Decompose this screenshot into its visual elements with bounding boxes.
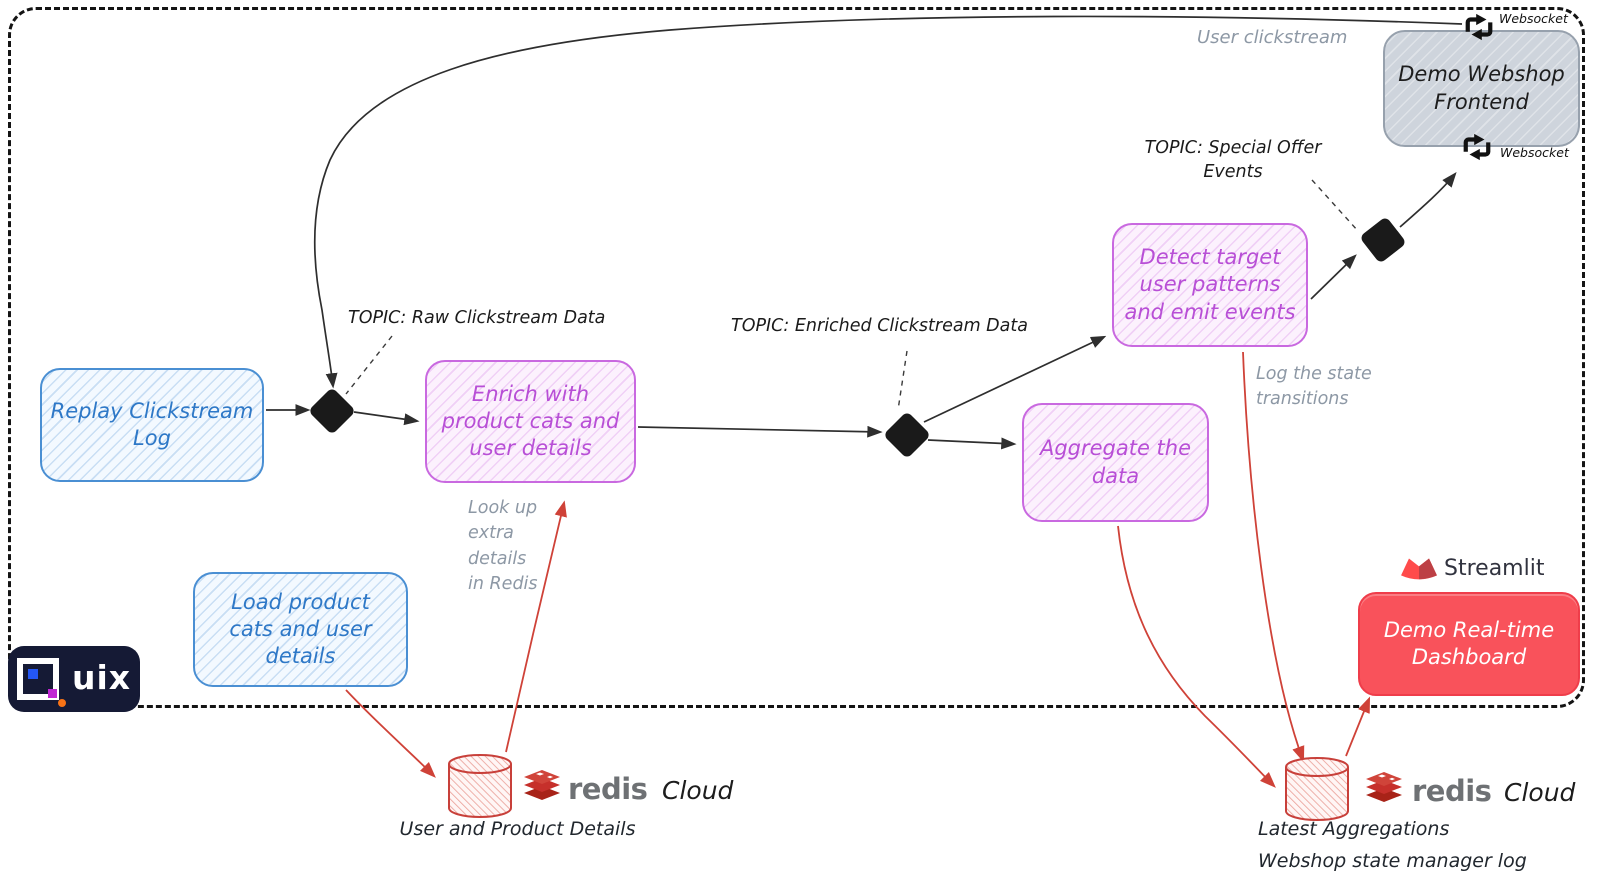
redis-wordmark: redis bbox=[568, 772, 648, 806]
annotation-user-clickstream: User clickstream bbox=[1197, 27, 1348, 48]
node-load-product-cats: Load product cats and user details bbox=[193, 572, 408, 687]
diagram-dashed-boundary bbox=[8, 7, 1585, 708]
topic-label-special: TOPIC: Special Offer Events bbox=[1144, 138, 1322, 182]
redis-stack-icon bbox=[524, 770, 560, 800]
node-demo-realtime-dashboard: Demo Real-time Dashboard bbox=[1358, 592, 1580, 696]
redis-database-cylinder bbox=[448, 754, 512, 818]
redis-wordmark: redis bbox=[1412, 774, 1492, 808]
quix-q-icon bbox=[16, 658, 66, 707]
quix-letters: uix bbox=[71, 657, 132, 697]
quix-logo: uix bbox=[8, 646, 140, 712]
streamlit-crown-icon bbox=[1401, 558, 1437, 580]
websocket-icon bbox=[1463, 133, 1491, 161]
redis-stack-icon bbox=[1366, 772, 1402, 802]
node-replay-clickstream-log: Replay Clickstream Log bbox=[40, 368, 264, 482]
websocket-label-bottom: Websocket bbox=[1500, 145, 1569, 160]
caption-user-product-details: User and Product Details bbox=[399, 818, 636, 840]
node-detect-patterns: Detect target user patterns and emit eve… bbox=[1112, 223, 1308, 347]
node-enrich: Enrich with product cats and user detail… bbox=[425, 360, 636, 483]
annotation-log-state: Log the state transitions bbox=[1256, 364, 1372, 410]
topic-label-enriched: TOPIC: Enriched Clickstream Data bbox=[731, 316, 1028, 336]
node-aggregate: Aggregate the data bbox=[1022, 403, 1209, 522]
websocket-icon bbox=[1465, 13, 1493, 41]
annotation-lookup-redis: Look up extra details in Redis bbox=[468, 498, 538, 595]
redis-database-cylinder bbox=[1285, 757, 1349, 821]
caption-webshop-state-log: Webshop state manager log bbox=[1258, 850, 1527, 872]
caption-latest-aggregations: Latest Aggregations bbox=[1258, 818, 1450, 840]
streamlit-wordmark: Streamlit bbox=[1444, 556, 1545, 581]
websocket-label-top: Websocket bbox=[1499, 11, 1568, 26]
redis-cloud-label: Cloud bbox=[662, 776, 734, 805]
redis-cloud-label: Cloud bbox=[1504, 778, 1576, 807]
topic-label-raw: TOPIC: Raw Clickstream Data bbox=[348, 308, 606, 328]
node-demo-webshop-frontend: Demo Webshop Frontend bbox=[1383, 30, 1580, 147]
